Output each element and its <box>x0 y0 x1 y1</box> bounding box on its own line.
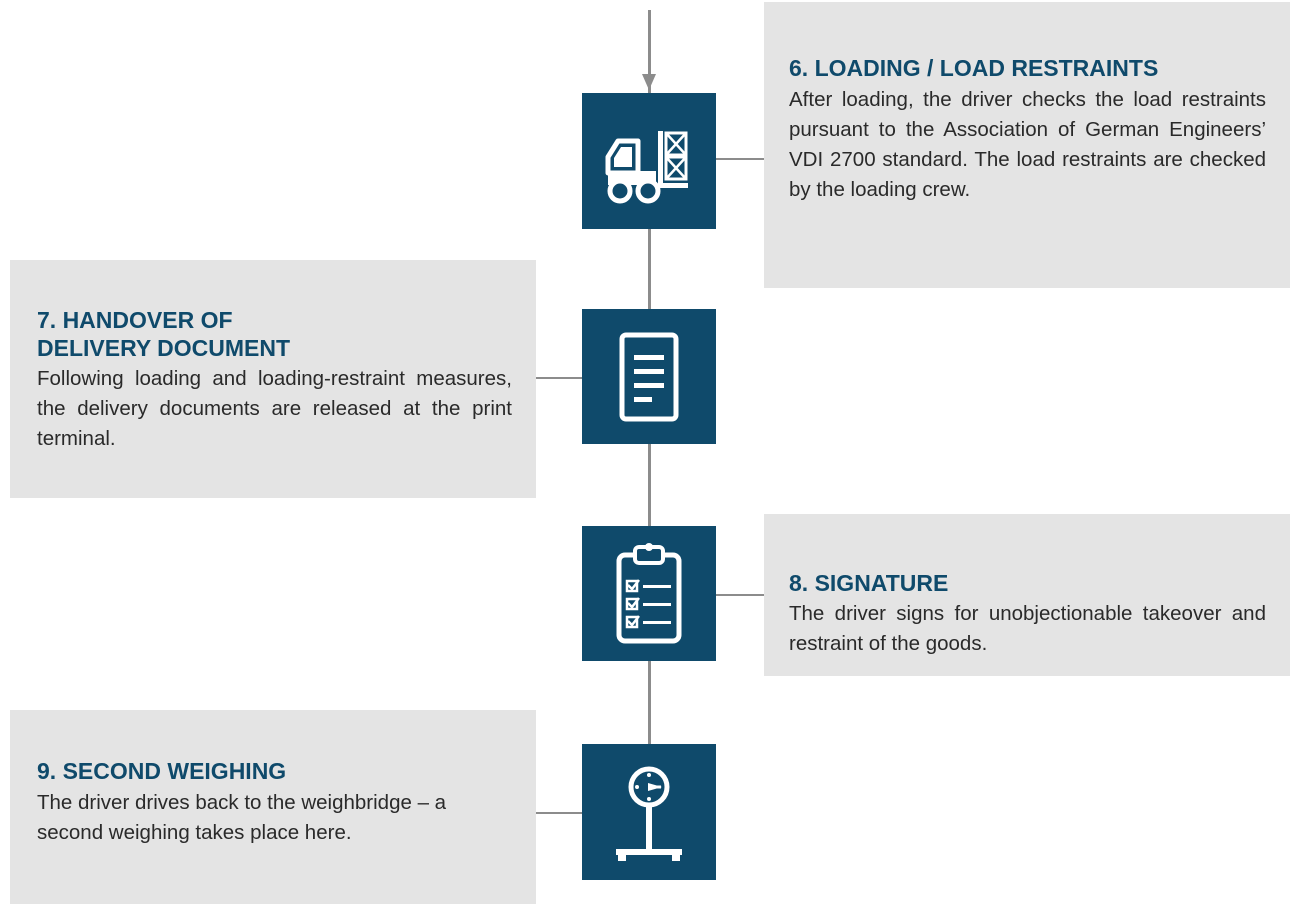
connector-step-6 <box>716 158 764 160</box>
connector-step-8 <box>716 594 764 596</box>
step-6-description: After loading, the driver checks the loa… <box>789 88 1266 201</box>
step-6-title: 6. LOADING / LOAD RESTRAINTS <box>789 55 1159 81</box>
incoming-arrow <box>642 74 656 90</box>
clipboard-checklist-icon <box>616 542 682 643</box>
step-7-title: 7. HANDOVER OF DELIVERY DOCUMENT <box>37 307 291 361</box>
step-6-card: 6. LOADING / LOAD RESTRAINTS After loadi… <box>764 2 1290 288</box>
step-7-card: 7. HANDOVER OF DELIVERY DOCUMENT Followi… <box>10 260 536 498</box>
step-9-description: The driver drives back to the weigh­brid… <box>37 791 447 844</box>
document-icon <box>619 332 679 421</box>
forklift-icon <box>605 131 688 204</box>
step-7-icon-box <box>582 309 716 444</box>
connector-step-9 <box>536 812 584 814</box>
step-8-description: The driver signs for unobjectionable tak… <box>789 602 1266 655</box>
step-8-card: 8. SIGNATURE The driver signs for unobje… <box>764 514 1290 676</box>
step-8-title: 8. SIGNATURE <box>789 570 949 596</box>
connector-step-7 <box>536 377 584 379</box>
step-9-card: 9. SECOND WEIGHING The driver drives bac… <box>10 710 536 904</box>
step-9-icon-box <box>582 744 716 880</box>
step-7-description: Following loading and loading-re­straint… <box>37 367 512 450</box>
step-6-icon-box <box>582 93 716 229</box>
step-8-icon-box <box>582 526 716 661</box>
step-9-title: 9. SECOND WEIGHING <box>37 758 287 784</box>
scale-icon <box>616 766 682 861</box>
